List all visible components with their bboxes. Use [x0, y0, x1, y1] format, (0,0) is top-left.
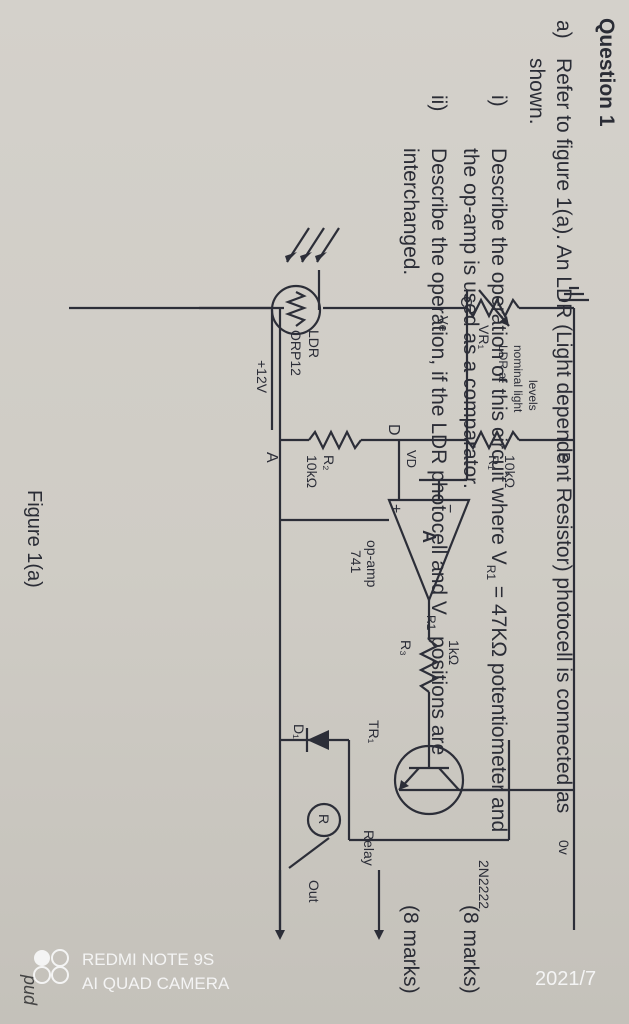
camera-circles-icon — [33, 949, 69, 984]
out-arrow-top-icon — [275, 930, 285, 940]
camera-date: 2021/7 — [535, 968, 597, 990]
label-opamp-symbol: A — [419, 530, 439, 543]
opamp-icon — [387, 498, 471, 603]
label-r1-value: 10kΩ — [502, 455, 518, 488]
label-opamp-part: 741 — [348, 550, 364, 574]
label-vr1-note2: nominal light — [511, 345, 525, 413]
label-diode: D₁ — [291, 724, 307, 739]
label-node-a: A — [263, 452, 280, 463]
r1-resistor-icon — [466, 429, 520, 451]
r2-resistor-icon — [308, 429, 362, 451]
label-node-b: B — [555, 452, 572, 463]
light-arrows-icon — [285, 227, 340, 263]
label-transistor: TR₁ — [366, 720, 382, 744]
label-node-c: C — [457, 296, 474, 308]
label-vr1: VR₁ — [476, 325, 492, 349]
relay-coil-icon — [306, 802, 342, 838]
label-vr1-note1: LDR at — [496, 345, 510, 383]
camera-logo-icon — [32, 948, 72, 989]
relay-switch — [288, 837, 330, 869]
label-vc: Vc — [436, 316, 451, 332]
label-r3-value: 1kΩ — [446, 640, 462, 665]
label-supply: +12V — [254, 360, 270, 394]
label-r2: R₂ — [321, 455, 337, 471]
label-ldr: LDR — [306, 330, 322, 358]
label-vd: VD — [404, 450, 419, 468]
label-r2-value: 10kΩ — [304, 455, 320, 488]
label-ground: 0v — [556, 840, 572, 855]
label-minus: − — [441, 504, 458, 513]
label-opamp: op-amp — [364, 540, 380, 588]
label-node-d: D — [385, 424, 402, 436]
label-ldr-part: ORP12 — [288, 330, 304, 376]
figure-caption: Figure 1(a) — [23, 490, 45, 588]
diode-icon — [305, 728, 329, 752]
label-plus: + — [387, 504, 404, 513]
label-vr1-note3: levels — [526, 380, 540, 411]
out-arrow-bottom-icon — [374, 930, 384, 940]
label-relay-symbol: R — [316, 814, 332, 824]
transistor-icon — [393, 744, 465, 816]
label-r3: R₃ — [398, 640, 414, 656]
ground-icon — [559, 286, 589, 302]
r3-resistor-icon — [418, 639, 440, 693]
camera-type: AI QUAD CAMERA — [82, 974, 230, 993]
label-out: Out — [306, 880, 322, 903]
label-r1: R₁ — [486, 455, 502, 470]
camera-model: REDMI NOTE 9S — [82, 950, 215, 969]
vr1-potentiometer-icon — [466, 289, 520, 327]
label-transistor-part: 2N2222 — [476, 860, 492, 909]
label-relay: Relay — [361, 830, 377, 866]
